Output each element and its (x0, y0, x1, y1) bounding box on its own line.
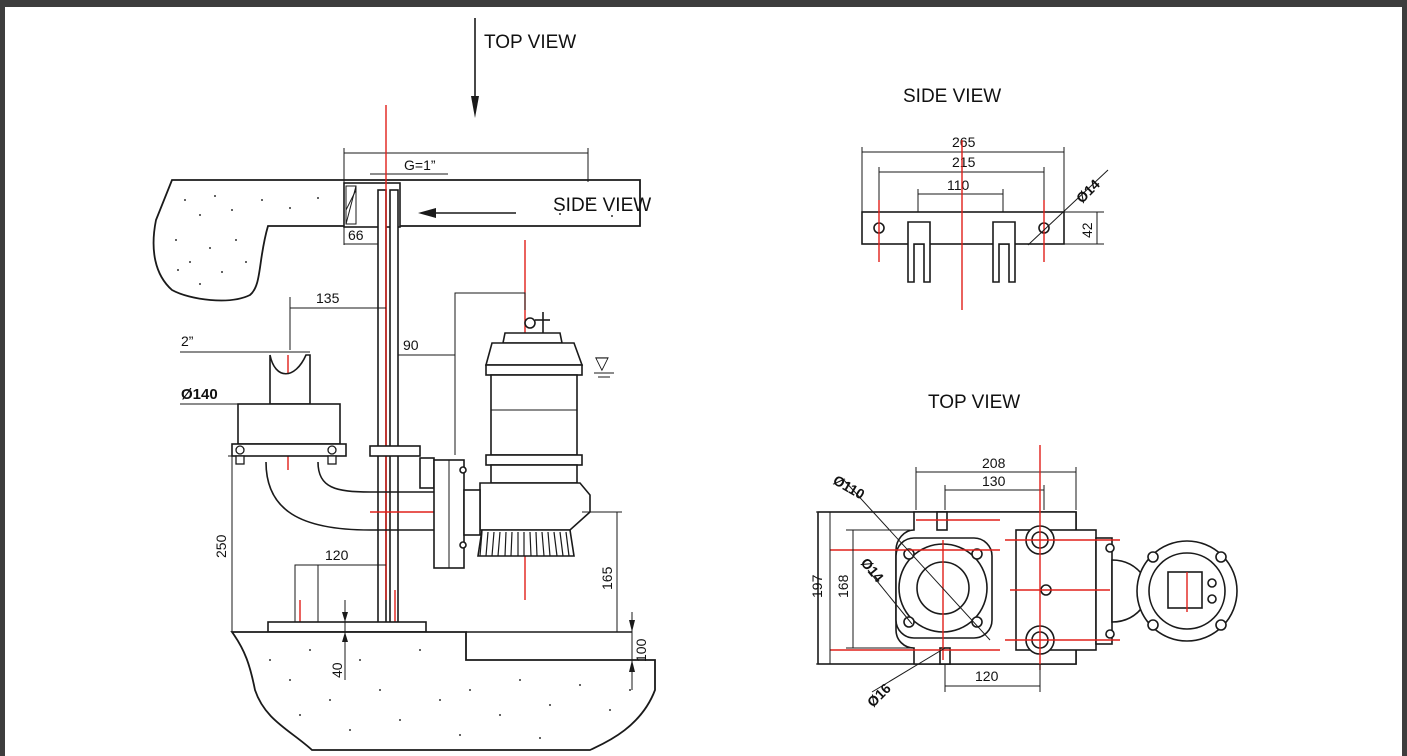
pipe-elbow-outer (265, 461, 434, 531)
dim-165-label: 165 (599, 566, 615, 590)
dim-hole-top-leader (867, 569, 913, 625)
discharge-pipe-top (269, 354, 311, 405)
dim-130-label: 130 (982, 473, 1006, 489)
dim-flange-label: Ø140 (181, 386, 218, 403)
coupling-guide (369, 445, 421, 457)
dim-215-label: 215 (952, 154, 976, 170)
guide-rail-right (389, 189, 399, 631)
dim-thread-label: G=1” (404, 157, 436, 173)
dim-d16-leader (871, 647, 946, 693)
guide-rail-left (377, 189, 387, 631)
outlet-flange (231, 443, 347, 457)
side-view-label: SIDE VIEW (553, 195, 651, 216)
pump-motor (477, 312, 591, 557)
dim-pipe-label: 2” (181, 333, 194, 349)
main-installation-drawing: TOP VIEW G=1” SIDE VIEW 66 (152, 18, 656, 751)
dim-265-label: 265 (952, 134, 976, 150)
dim-168-label: 168 (835, 574, 851, 598)
dim-d110-label: Ø110 (831, 472, 868, 503)
dim-hole-leader (1027, 169, 1109, 246)
dim-208-label: 208 (982, 455, 1006, 471)
dim-110-label: 110 (947, 177, 970, 193)
top-view-detail-title: TOP VIEW (928, 392, 1020, 413)
dim-40-label: 40 (329, 662, 345, 678)
side-view-arrow-head (418, 208, 436, 218)
discharge-pipe-section (237, 403, 341, 445)
pipe-elbow-inner (317, 461, 434, 493)
dim-66-label: 66 (348, 227, 364, 243)
top-view-arrow-head (471, 96, 479, 118)
dim-hole-label: Ø14 (1073, 176, 1103, 206)
water-level-symbol: ▽ (595, 353, 609, 373)
side-view-detail-title: SIDE VIEW (903, 86, 1001, 107)
lower-concrete-slab (230, 631, 656, 751)
upper-slab-texture (175, 195, 613, 285)
dim-120-top-label: 120 (975, 668, 999, 684)
top-view-label: TOP VIEW (484, 32, 576, 53)
dim-90-label: 90 (403, 337, 419, 353)
dim-100-label: 100 (633, 638, 649, 662)
dim-197-label: 197 (809, 574, 825, 598)
bracket-arm-right (992, 221, 1016, 283)
dim-120-label: 120 (325, 547, 349, 563)
dim-d110-leader (841, 477, 991, 641)
bracket-arm-left (907, 221, 931, 283)
top-view-detail: TOP VIEW 208 130 (809, 392, 1238, 710)
base-plate (267, 621, 427, 633)
bracket-plate (861, 211, 1065, 245)
dim-d16-label: Ø16 (864, 680, 894, 710)
dim-135-label: 135 (316, 290, 340, 306)
lower-slab-texture (269, 649, 631, 739)
dim-250-label: 250 (213, 534, 229, 558)
upper-concrete-slab (152, 179, 641, 302)
dim-42-label: 42 (1079, 222, 1095, 238)
side-view-detail: SIDE VIEW 265 215 110 Ø14 42 (861, 86, 1109, 310)
